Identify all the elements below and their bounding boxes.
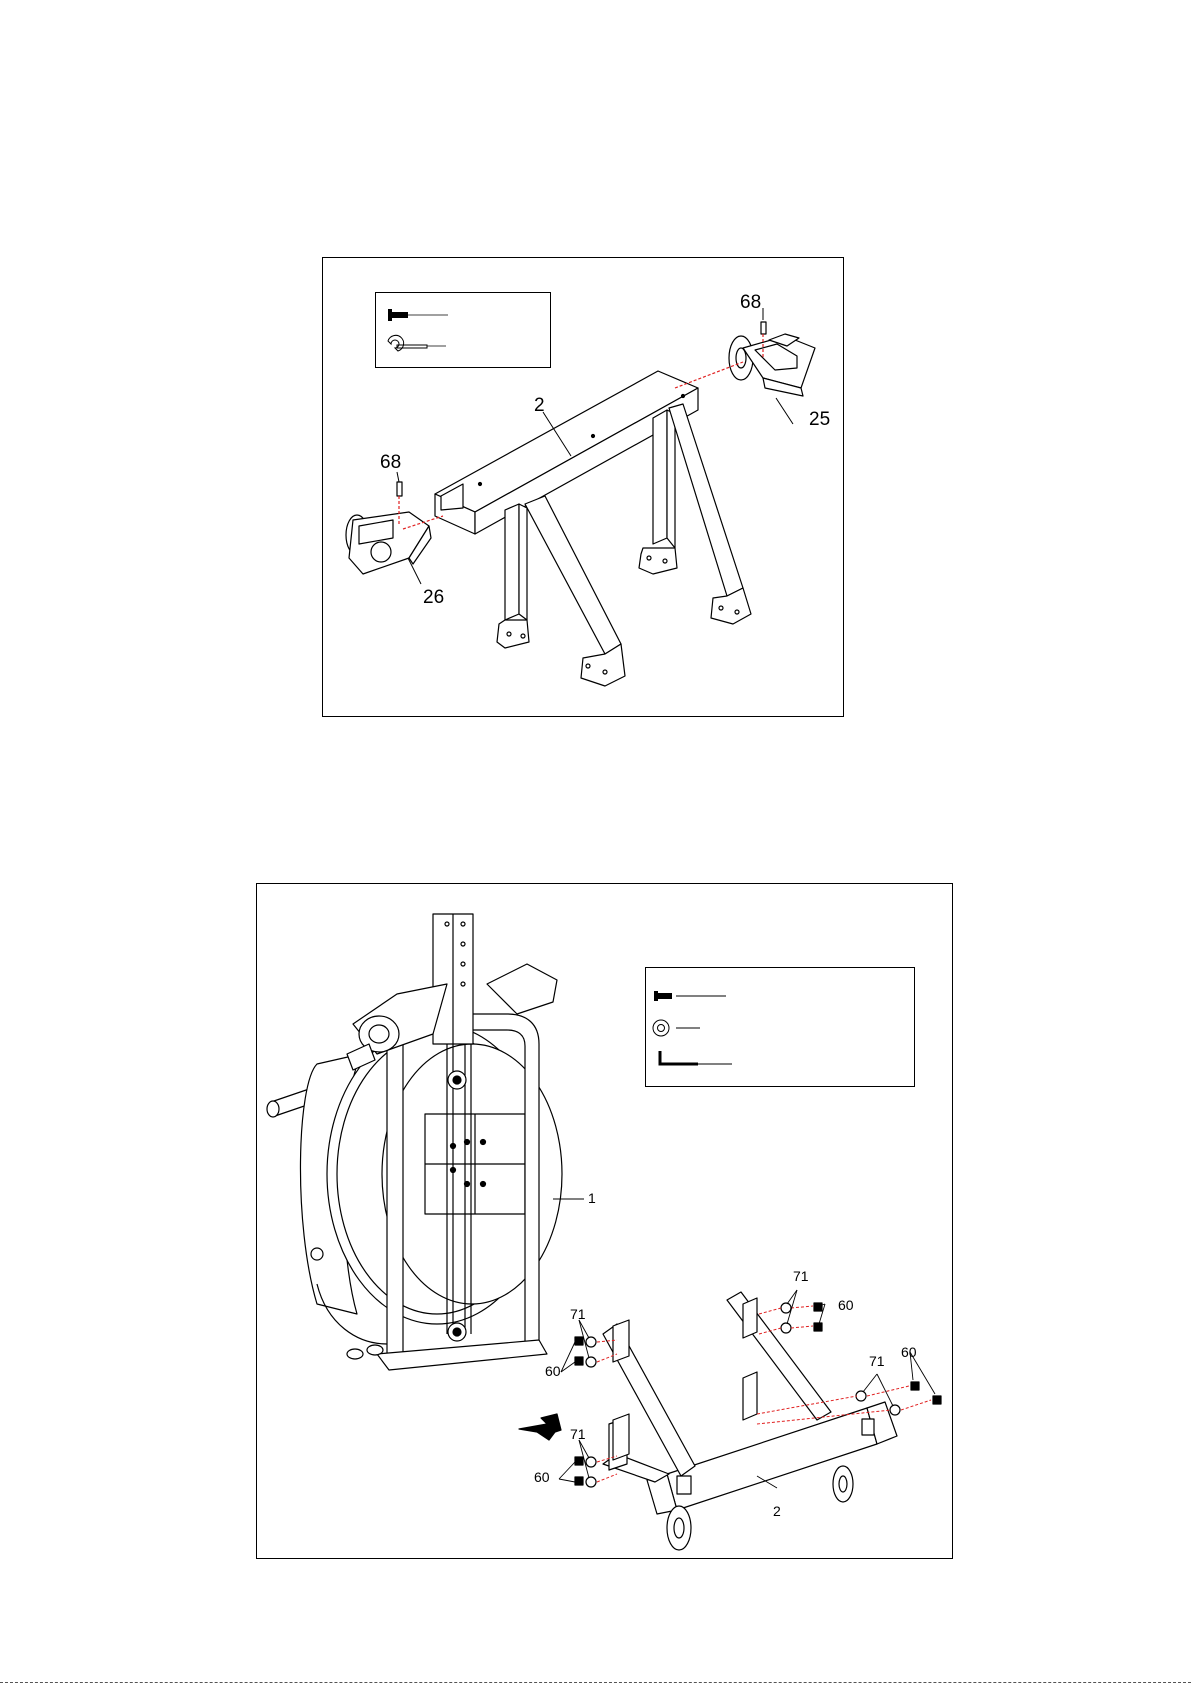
callout-bolt-68-left: 68 (380, 453, 401, 472)
assembly-step-b-panel: 1 71 60 60 71 71 60 71 60 2 (256, 883, 953, 1559)
allen-key-icon (660, 1051, 732, 1064)
right-end-cap-with-wheel (729, 334, 815, 396)
rear-stabilizer-beam (519, 1292, 897, 1550)
callout-part-2: 2 (534, 396, 545, 415)
callout-part-1: 1 (588, 1191, 596, 1205)
hardware-legend-step-a (375, 292, 551, 368)
callout-part-25: 25 (809, 410, 830, 429)
callout-part-26: 26 (423, 588, 444, 607)
callout-bolt-60-right: 60 (901, 1345, 917, 1359)
bolt-icon (654, 991, 726, 1001)
bolt-icon (388, 309, 448, 321)
left-end-cap-with-wheel (346, 512, 431, 574)
callout-washer-71-lower-left: 71 (570, 1427, 586, 1441)
bolt-68-right (761, 322, 766, 334)
callout-washer-71-right: 71 (869, 1354, 885, 1368)
callout-washer-71-upper-left: 71 (570, 1307, 586, 1321)
flywheel-housing (300, 1024, 562, 1324)
callout-bolt-60-lower-left: 60 (534, 1470, 550, 1484)
callout-part-2: 2 (773, 1504, 781, 1518)
callout-bolt-60-upper-left: 60 (545, 1364, 561, 1378)
callout-bolt-60-upper-right: 60 (838, 1298, 854, 1312)
wrench-icon (388, 335, 446, 351)
page-bottom-rule (0, 1682, 1191, 1683)
callout-washer-71-upper-right: 71 (793, 1269, 809, 1283)
washer-icon (653, 1020, 700, 1036)
assembly-step-a-panel: 2 68 25 68 26 (322, 257, 844, 717)
callout-bolt-68-right: 68 (740, 293, 761, 312)
hardware-legend-step-b (645, 967, 915, 1087)
bolt-68-left (397, 482, 402, 496)
